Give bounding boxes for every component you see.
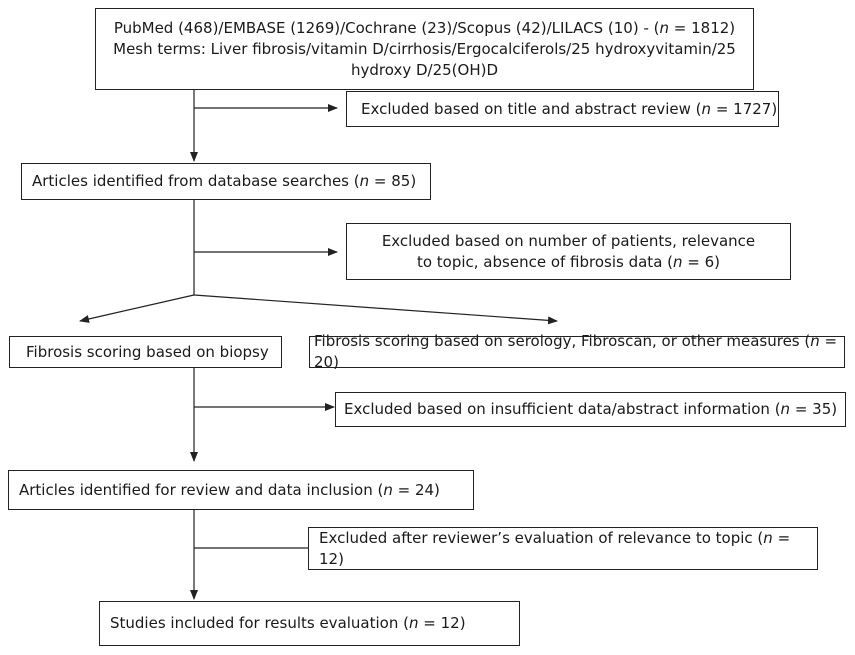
excluded-reviewer-box: Excluded after reviewer’s evaluation of … bbox=[308, 527, 818, 570]
arrow-split-to-serology bbox=[193, 294, 558, 325]
search-sources-line: PubMed (468)/EMBASE (1269)/Cochrane (23)… bbox=[113, 18, 736, 37]
excluded-title-abstract-box: Excluded based on title and abstract rev… bbox=[346, 91, 779, 127]
articles-review-box: Articles identified for review and data … bbox=[8, 470, 474, 510]
excluded-patients-box: Excluded based on number of patients, re… bbox=[346, 223, 791, 280]
studies-included-box: Studies included for results evaluation … bbox=[99, 601, 520, 646]
excluded-insufficient-box: Excluded based on insufficient data/abst… bbox=[335, 392, 846, 427]
search-sources-box: PubMed (468)/EMBASE (1269)/Cochrane (23)… bbox=[95, 8, 754, 90]
biopsy-scoring-box: Fibrosis scoring based on biopsy bbox=[9, 336, 282, 368]
mesh-terms-line-cont: hydroxy D/25(OH)D bbox=[350, 60, 498, 79]
mesh-terms-line: Mesh terms: Liver fibrosis/vitamin D/cir… bbox=[113, 39, 736, 58]
articles-identified-box: Articles identified from database search… bbox=[21, 163, 431, 200]
arrow-split-to-biopsy bbox=[79, 294, 195, 323]
serology-scoring-box: Fibrosis scoring based on serology, Fibr… bbox=[309, 332, 845, 371]
